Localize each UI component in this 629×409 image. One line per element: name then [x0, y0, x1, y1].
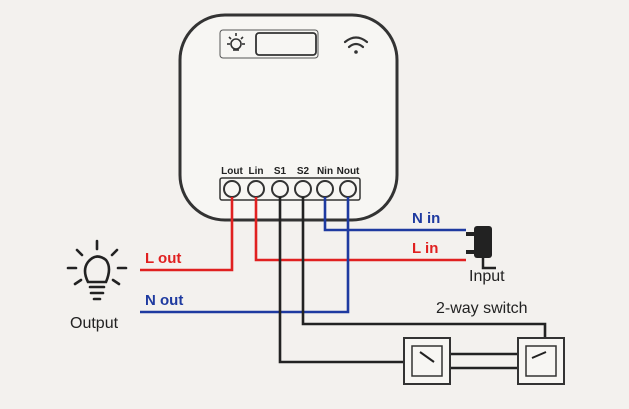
label-output: Output: [70, 315, 119, 332]
indicator-window: [255, 32, 317, 56]
label-input: Input: [469, 268, 505, 285]
terminal-label-nout: Nout: [337, 166, 360, 177]
wire-n-in: [323, 197, 466, 232]
switch-left: [403, 337, 451, 385]
indicator-panel: [219, 29, 319, 59]
terminal-label-nin: Nin: [317, 166, 333, 177]
label-l-out: L out: [145, 250, 181, 267]
terminal-lin: [247, 180, 265, 198]
switch-right: [517, 337, 565, 385]
label-switch: 2-way switch: [436, 300, 528, 317]
terminal-label-lout: Lout: [221, 166, 243, 177]
terminal-s2: [294, 180, 312, 198]
terminal-label-s1: S1: [274, 166, 287, 177]
plug-icon: [466, 226, 496, 270]
wire-n-out: [140, 197, 350, 314]
terminal-block: [219, 177, 361, 201]
wire-l-out: [140, 197, 234, 272]
label-n-in: N in: [412, 210, 440, 227]
light-icon: [227, 33, 245, 51]
terminal-nin: [316, 180, 334, 198]
wire-l-in: [254, 197, 466, 262]
wifi-icon: [343, 36, 369, 54]
smart-module: [178, 13, 399, 222]
terminal-s1: [271, 180, 289, 198]
terminal-nout: [339, 180, 357, 198]
terminal-lout: [223, 180, 241, 198]
label-n-out: N out: [145, 292, 183, 309]
terminal-label-lin: Lin: [249, 166, 264, 177]
wire-s1: [278, 197, 420, 364]
label-l-in: L in: [412, 240, 438, 257]
bulb-icon: [66, 239, 128, 301]
terminal-label-s2: S2: [297, 166, 310, 177]
terminal-labels: Lout Lin S1 S2 Nin Nout: [221, 166, 360, 177]
